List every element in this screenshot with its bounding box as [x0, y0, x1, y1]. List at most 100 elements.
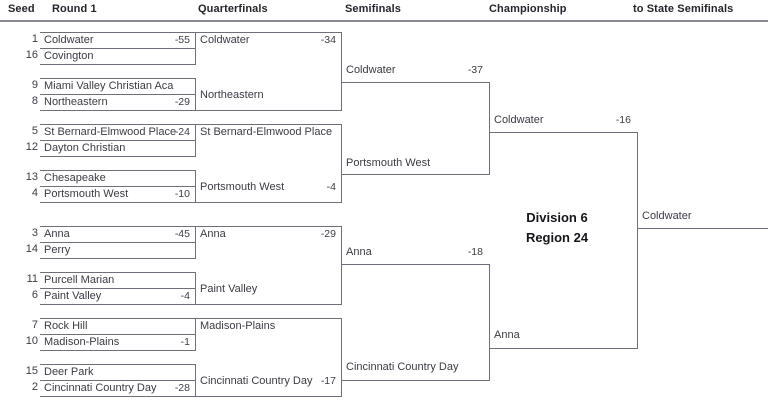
round1-team-slot[interactable]: Portsmouth West -10 — [40, 188, 195, 202]
semifinal-team-slot[interactable]: Coldwater -37 — [342, 64, 490, 78]
match-line-bottom — [40, 156, 196, 157]
round1-team-slot[interactable]: Covington — [40, 50, 195, 64]
team-name: Anna — [200, 228, 226, 240]
match-line-top — [342, 264, 490, 265]
team-score: -37 — [467, 64, 483, 76]
round1-team-slot[interactable]: Rock Hill — [40, 320, 195, 334]
seed-number: 16 — [25, 49, 38, 61]
team-name: Anna — [346, 246, 372, 258]
round1-team-slot[interactable]: Dayton Christian — [40, 142, 195, 156]
team-score: -55 — [174, 34, 190, 46]
match-line-top — [40, 124, 196, 125]
match-line-top — [40, 32, 196, 33]
team-name: Madison-Plains — [200, 320, 276, 332]
round1-team-slot[interactable]: Coldwater -55 — [40, 34, 195, 48]
team-score: -34 — [320, 34, 336, 46]
round1-team-slot[interactable]: Deer Park — [40, 366, 195, 380]
match-line-bottom — [196, 202, 342, 203]
column-header-seed: Seed — [8, 3, 35, 15]
header-divider-rule — [0, 20, 768, 22]
column-header-to-state: to State Semifinals — [633, 3, 734, 15]
team-name: Coldwater — [200, 34, 250, 46]
team-name: Northeastern — [200, 89, 264, 101]
round1-team-slot[interactable]: Madison-Plains -1 — [40, 336, 195, 350]
semifinal-team-slot[interactable]: Cincinnati Country Day — [342, 361, 490, 375]
match-connector — [341, 226, 342, 305]
round1-team-slot[interactable]: Chesapeake — [40, 172, 195, 186]
team-name: Miami Valley Christian Aca — [44, 80, 174, 92]
match-connector — [195, 226, 196, 259]
quarterfinal-team-slot[interactable]: St Bernard-Elmwood Place — [196, 126, 342, 140]
quarterfinal-team-slot[interactable]: Coldwater -34 — [196, 34, 342, 48]
match-line-top — [196, 32, 342, 33]
match-line-bottom — [196, 396, 342, 397]
match-connector — [195, 170, 196, 203]
seed-number: 11 — [26, 273, 38, 285]
team-score: -10 — [174, 188, 190, 200]
team-name: Anna — [494, 329, 520, 341]
match-line-top — [40, 78, 196, 79]
team-name: Cincinnati Country Day — [346, 361, 459, 373]
quarterfinal-team-slot[interactable]: Portsmouth West -4 — [196, 181, 342, 195]
match-line-mid — [40, 48, 196, 49]
team-name: Chesapeake — [44, 172, 106, 184]
round1-team-slot[interactable]: St Bernard-Elmwood Place -24 — [40, 126, 195, 140]
state-winner-line — [638, 228, 768, 229]
seed-number: 4 — [31, 187, 38, 199]
championship-team-slot[interactable]: Coldwater -16 — [490, 114, 638, 128]
round1-team-slot[interactable]: Miami Valley Christian Aca — [40, 80, 195, 94]
quarterfinal-team-slot[interactable]: Northeastern — [196, 89, 342, 103]
team-score: -4 — [326, 181, 336, 193]
match-line-mid — [40, 334, 196, 335]
team-score: -28 — [174, 382, 190, 394]
seed-number: 14 — [25, 243, 38, 255]
round1-team-slot[interactable]: Paint Valley -4 — [40, 290, 195, 304]
match-line-bottom — [40, 258, 196, 259]
match-line-bottom — [196, 304, 342, 305]
team-name: Deer Park — [44, 366, 94, 378]
team-score: -16 — [615, 114, 631, 126]
team-score: -1 — [180, 336, 190, 348]
match-connector — [489, 264, 490, 381]
column-header-championship: Championship — [489, 3, 567, 15]
match-line-top — [196, 124, 342, 125]
quarterfinal-team-slot[interactable]: Madison-Plains — [196, 320, 342, 334]
match-line-mid — [40, 186, 196, 187]
column-header-round1: Round 1 — [52, 3, 97, 15]
round1-team-slot[interactable]: Anna -45 — [40, 228, 195, 242]
team-name: Northeastern — [44, 96, 108, 108]
match-line-top — [40, 272, 196, 273]
round1-team-slot[interactable]: Perry — [40, 244, 195, 258]
match-line-top — [342, 82, 490, 83]
round1-team-slot[interactable]: Northeastern -29 — [40, 96, 195, 110]
round1-team-slot[interactable]: Cincinnati Country Day -28 — [40, 382, 195, 396]
match-line-mid — [40, 242, 196, 243]
seed-number: 1 — [31, 33, 38, 45]
quarterfinal-team-slot[interactable]: Cincinnati Country Day -17 — [196, 375, 342, 389]
match-connector — [195, 318, 196, 351]
quarterfinal-team-slot[interactable]: Anna -29 — [196, 228, 342, 242]
match-line-top — [40, 226, 196, 227]
team-name: Coldwater — [494, 114, 544, 126]
semifinal-team-slot[interactable]: Anna -18 — [342, 246, 490, 260]
seed-number: 2 — [31, 381, 38, 393]
seed-number: 3 — [31, 227, 38, 239]
match-connector — [341, 32, 342, 111]
team-name: Coldwater — [44, 34, 94, 46]
match-line-top — [196, 226, 342, 227]
seed-number: 8 — [31, 95, 38, 107]
team-score: -24 — [174, 126, 190, 138]
match-line-bottom — [40, 64, 196, 65]
match-connector — [489, 82, 490, 175]
match-connector — [341, 318, 342, 397]
semifinal-team-slot[interactable]: Portsmouth West — [342, 157, 490, 171]
team-score: -18 — [467, 246, 483, 258]
seed-number: 10 — [25, 335, 38, 347]
team-name: St Bernard-Elmwood Place — [44, 126, 177, 138]
team-name: Perry — [44, 244, 71, 256]
team-name: Dayton Christian — [44, 142, 126, 154]
championship-team-slot[interactable]: Anna — [490, 329, 638, 343]
round1-team-slot[interactable]: Purcell Marian — [40, 274, 195, 288]
quarterfinal-team-slot[interactable]: Paint Valley — [196, 283, 342, 297]
state-winner-slot[interactable]: Coldwater — [638, 210, 768, 224]
